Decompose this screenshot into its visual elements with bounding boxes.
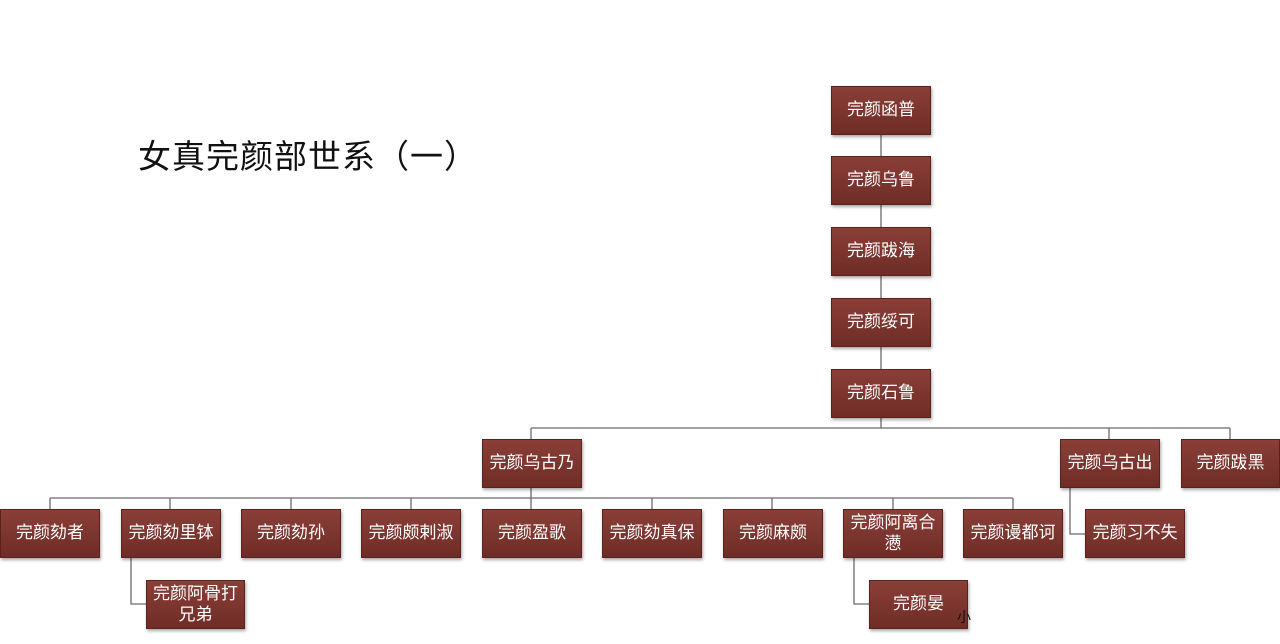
node-hesun: 完颜劾孙 <box>241 509 341 558</box>
node-polashu: 完颜颇剌淑 <box>361 509 461 558</box>
node-wugunai: 完颜乌古乃 <box>482 439 582 488</box>
node-alihehe: 完颜阿离合懑 <box>843 509 943 558</box>
node-yan: 完颜晏 <box>869 580 968 629</box>
node-hezhenbao: 完颜劾真保 <box>602 509 702 558</box>
node-bahei: 完颜跋黑 <box>1181 439 1280 488</box>
node-hezhe: 完颜劾者 <box>0 509 100 558</box>
corner-mark: 小 <box>957 610 971 626</box>
node-mandouke: 完颜谩都诃 <box>963 509 1063 558</box>
node-suike: 完颜绥可 <box>831 298 931 347</box>
node-hanpu: 完颜函普 <box>831 86 931 135</box>
node-aguda: 完颜阿骨打兄弟 <box>146 580 245 629</box>
node-shilu: 完颜石鲁 <box>831 369 931 418</box>
connector <box>853 558 869 605</box>
node-wuguchu: 完颜乌古出 <box>1060 439 1160 488</box>
node-bahai: 完颜跋海 <box>831 227 931 276</box>
diagram-title: 女真完颜部世系（一） <box>138 137 478 176</box>
connector <box>130 558 146 605</box>
node-mapo: 完颜麻颇 <box>723 509 823 558</box>
node-xibushi: 完颜习不失 <box>1085 509 1185 558</box>
node-wulu: 完颜乌鲁 <box>831 156 931 205</box>
node-helibo: 完颜劾里钵 <box>121 509 221 558</box>
connector <box>1069 488 1085 535</box>
node-yingge: 完颜盈歌 <box>482 509 582 558</box>
